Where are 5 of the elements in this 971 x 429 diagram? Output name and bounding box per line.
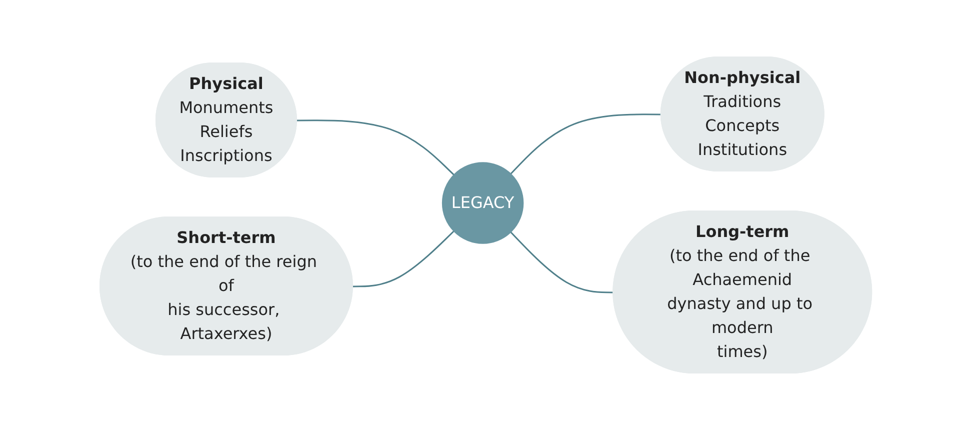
connector [352,230,454,287]
node-circle: LEGACY [442,162,524,244]
connector [296,119,454,175]
connector [510,113,662,174]
connector [510,231,614,293]
